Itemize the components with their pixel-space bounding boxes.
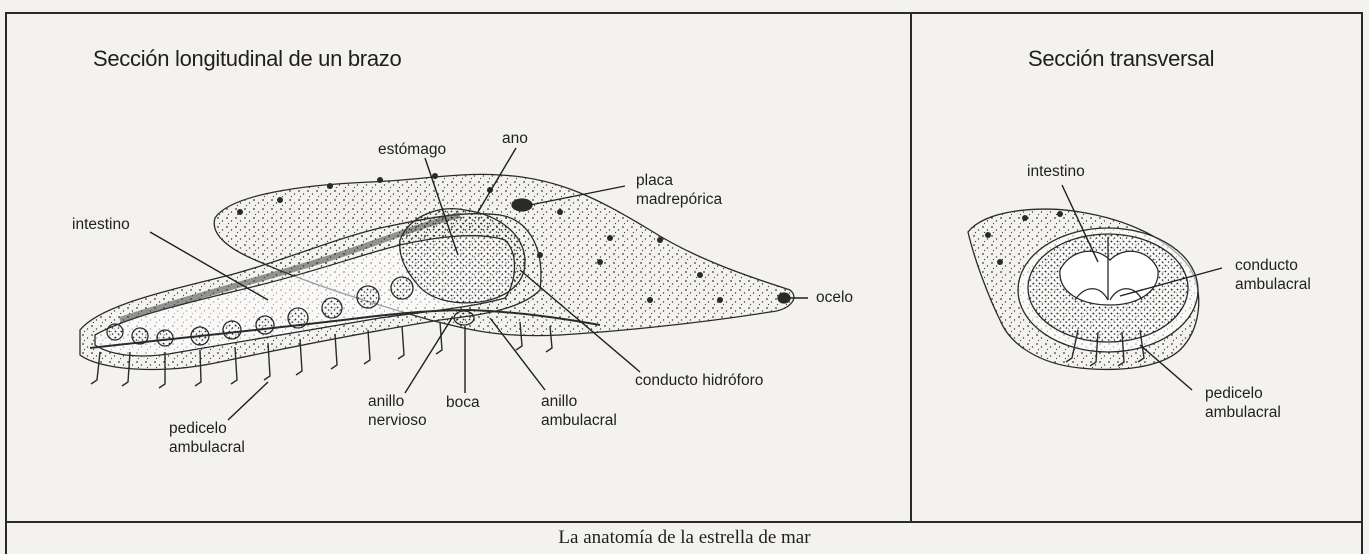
label-estomago: estómago bbox=[378, 140, 446, 159]
label-conducto-line2: ambulacral bbox=[1235, 275, 1311, 294]
label-ocelo: ocelo bbox=[816, 288, 853, 307]
label-pedicelo-left-line1: pedicelo bbox=[169, 419, 245, 438]
label-conducto-hidroforo: conducto hidróforo bbox=[635, 371, 763, 390]
label-intestino-transverse: intestino bbox=[1027, 162, 1085, 181]
label-anillo-nervioso: anillo nervioso bbox=[368, 392, 427, 430]
mouth bbox=[454, 311, 474, 325]
label-placa-line1: placa bbox=[636, 171, 722, 190]
label-intestino: intestino bbox=[72, 215, 130, 234]
label-anillo-nervioso-line2: nervioso bbox=[368, 411, 427, 430]
label-pedicelo-right-line2: ambulacral bbox=[1205, 403, 1281, 422]
ambulacral-structure bbox=[1060, 251, 1158, 305]
label-pedicelo-left-line2: ambulacral bbox=[169, 438, 245, 457]
label-ano: ano bbox=[502, 129, 528, 148]
label-anillo-ambulacral-line1: anillo bbox=[541, 392, 617, 411]
ocellus bbox=[778, 293, 790, 303]
label-boca: boca bbox=[446, 393, 480, 412]
arm-transverse-section bbox=[968, 209, 1199, 369]
label-anillo-ambulacral-line2: ambulacral bbox=[541, 411, 617, 430]
label-pedicelo-ambulacral-right: pedicelo ambulacral bbox=[1205, 384, 1281, 422]
label-anillo-ambulacral: anillo ambulacral bbox=[541, 392, 617, 430]
madreporite bbox=[512, 199, 532, 211]
label-pedicelo-right-line1: pedicelo bbox=[1205, 384, 1281, 403]
label-pedicelo-ambulacral-left: pedicelo ambulacral bbox=[169, 419, 245, 457]
label-placa-line2: madrepórica bbox=[636, 190, 722, 209]
label-placa-madreporica: placa madrepórica bbox=[636, 171, 722, 209]
label-conducto-ambulacral: conducto ambulacral bbox=[1235, 256, 1311, 294]
label-conducto-line1: conducto bbox=[1235, 256, 1311, 275]
label-anillo-nervioso-line1: anillo bbox=[368, 392, 427, 411]
